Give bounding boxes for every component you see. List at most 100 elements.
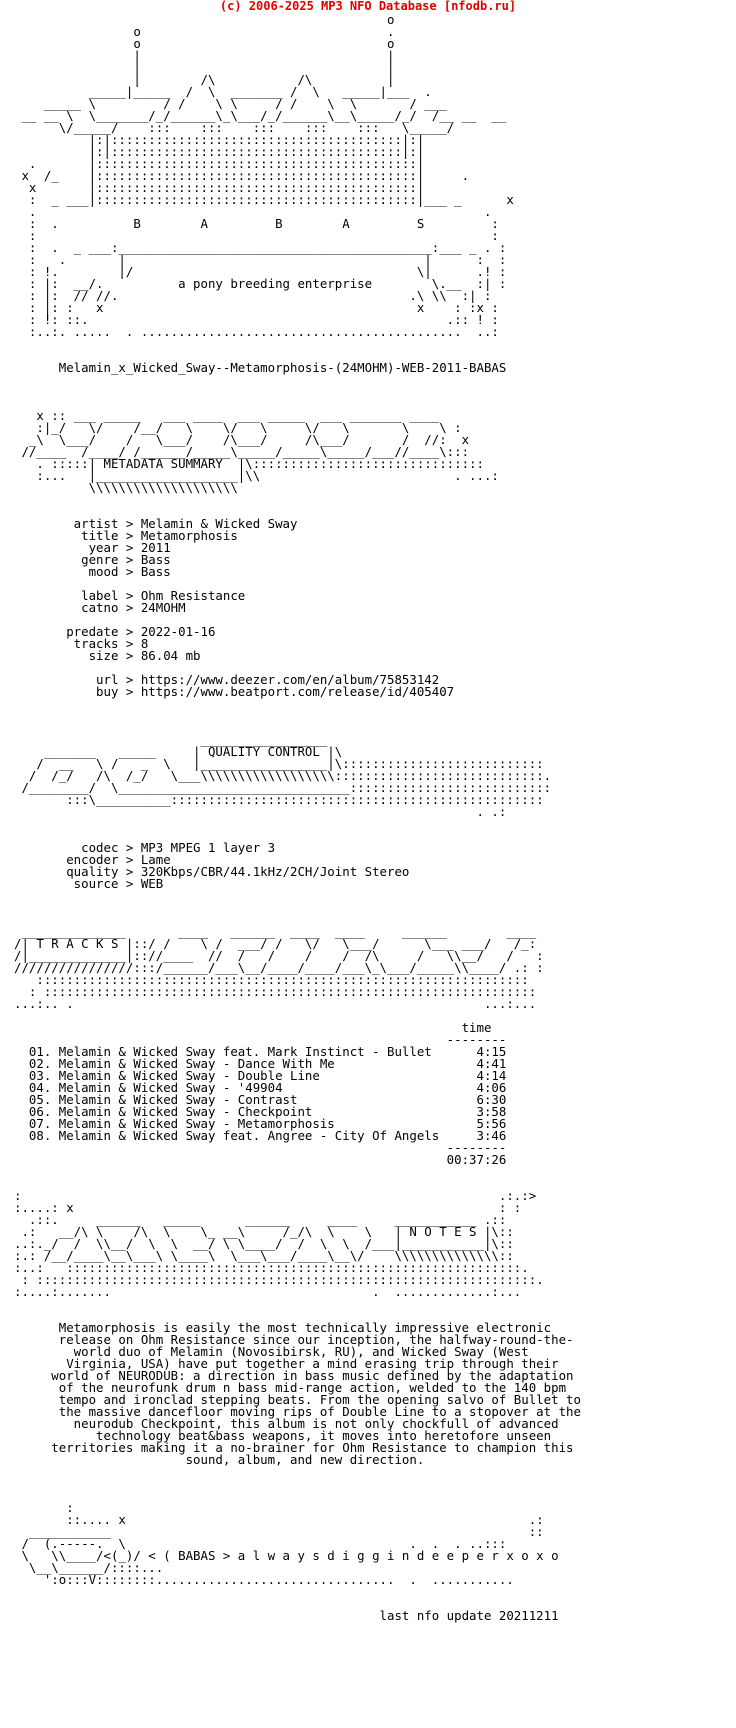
nfo-line: predate > 2022-01-16	[14, 624, 216, 639]
nfo-line: Melamin_x_Wicked_Sway--Metamorphosis-(24…	[14, 360, 507, 375]
nfo-line: sound, album, and new direction.	[14, 1452, 425, 1467]
nfo-line: ::.... x .:	[14, 1512, 544, 1527]
nfo-line: 01. Melamin & Wicked Sway feat. Mark Ins…	[14, 1044, 507, 1059]
nfo-line: | |	[14, 60, 395, 75]
nfo-line: genre > Bass	[14, 552, 171, 567]
nfo-line: --------	[14, 1032, 507, 1047]
nfo-line: _______ _____ | QUALITY CONTROL |\	[14, 744, 343, 759]
nfo-line: \ \\____/<(_)/ < ( BABAS > a l w a y s d…	[14, 1548, 559, 1563]
nfo-line: _____|_____ / \ _______ / \ _____|___ .	[14, 84, 432, 99]
nfo-line: encoder > Lame	[14, 852, 171, 867]
nfo-line: tempo and ironclad stepping beats. From …	[14, 1392, 581, 1407]
nfo-line: /________/ \____________________________…	[14, 780, 552, 795]
nfo-line: :... |___________________|\\ . ...:	[14, 468, 499, 483]
nfo-line: o o	[14, 36, 395, 51]
nfo-line: x |:::::::::::::::::::::::::::::::::::::…	[14, 180, 425, 195]
nfo-line: ////////////////:::/______/___\__/____/_…	[14, 960, 544, 975]
nfo-line: / __ \ / _ \ |_________________|\:::::::…	[14, 756, 544, 771]
nfo-line: |:|:::::::::::::::::::::::::::::::::::::…	[14, 132, 425, 147]
nfo-line: //____ /____/ /______/_____\_____/_____\…	[14, 444, 470, 459]
nfo-line: .::. ______ _____ ______ ____ __________…	[14, 1212, 507, 1227]
nfo-line: : . B A B A S :	[14, 216, 499, 231]
nfo-line: time	[14, 1020, 492, 1035]
nfo-line: 06. Melamin & Wicked Sway - Checkpoint 3…	[14, 1104, 507, 1119]
nfo-line: quality > 320Kbps/CBR/44.1kHz/2CH/Joint …	[14, 864, 410, 879]
nfo-line: : . _ ___:______________________________…	[14, 240, 507, 255]
nfo-line: --------	[14, 1140, 507, 1155]
nfo-line: 08. Melamin & Wicked Sway feat. Angree -…	[14, 1128, 507, 1143]
nfo-line: neurodub Checkpoint, this album is not o…	[14, 1416, 559, 1431]
nfo-line: : .:.:>	[14, 1188, 537, 1203]
nfo-line: :..:. ..... . ..........................…	[14, 324, 499, 339]
nfo-line: release on Ohm Resistance since our ince…	[14, 1332, 574, 1347]
nfo-line: territories making it a no-brainer for O…	[14, 1440, 574, 1455]
nfo-line: 03. Melamin & Wicked Sway - Double Line …	[14, 1068, 507, 1083]
nfo-line: / /_/ /\ /_/ \___\\\\\\\\\\\\\\\\\\:::::…	[14, 768, 552, 783]
nfo-line: / (.-----. \ . . . ..:::	[14, 1536, 507, 1551]
nfo-line: label > Ohm Resistance	[14, 588, 246, 603]
nfo-line: _________________	[14, 732, 328, 747]
nfo-line: : . | | : :	[14, 252, 507, 267]
nfo-line: the massive dancefloor moving rips of Do…	[14, 1404, 581, 1419]
nfo-line: 02. Melamin & Wicked Sway - Dance With M…	[14, 1056, 507, 1071]
nfo-line: : ::::::::::::::::::::::::::::::::::::::…	[14, 984, 537, 999]
nfo-line: of the neurofunk drum n bass mid-range a…	[14, 1380, 567, 1395]
nfo-line: title > Metamorphosis	[14, 528, 238, 543]
nfo-line: technology beat&bass weapons, it moves i…	[14, 1428, 552, 1443]
nfo-line: : _ ___|::::::::::::::::::::::::::::::::…	[14, 192, 514, 207]
nfo-line: .: __/\ \ /\ \ \_ __\ /_/\ \ \ | N O T E…	[14, 1224, 514, 1239]
nfo-line: ______________ ____ ______ ____ ____ ___…	[14, 924, 537, 939]
nfo-line: url > https://www.deezer.com/en/album/75…	[14, 672, 440, 687]
nfo-line: : |: : x x : :x :	[14, 300, 499, 315]
nfo-line: ':o:::V::::::::.........................…	[14, 1572, 514, 1587]
nfo-line: : !: ::. .:: ! :	[14, 312, 499, 327]
nfo-line: 07. Melamin & Wicked Sway - Metamorphosi…	[14, 1116, 507, 1131]
nfo-line: . :::::| METADATA SUMMARY |\::::::::::::…	[14, 456, 484, 471]
nfo-line: : ::::::::::::::::::::::::::::::::::::::…	[14, 1272, 544, 1287]
nfo-line: source > WEB	[14, 876, 164, 891]
nfo-line: o	[14, 12, 395, 27]
nfo-line: \__\______/::::...	[14, 1560, 164, 1575]
nfo-line: ::::::::::::::::::::::::::::::::::::::::…	[14, 972, 529, 987]
site-header: (c) 2006-2025 MP3 NFO Database [nfodb.ru…	[219, 0, 517, 13]
nfo-line: :::\__________::::::::::::::::::::::::::…	[14, 792, 544, 807]
nfo-line: x /_ |::::::::::::::::::::::::::::::::::…	[14, 168, 470, 183]
nfo-line: 04. Melamin & Wicked Sway - '49904 4:06	[14, 1080, 507, 1095]
nfo-line: : !. |/ \| .! :	[14, 264, 507, 279]
nfo-line: \\\\\\\\\\\\\\\\\\\\	[14, 480, 238, 495]
nfo-line: \/_____/ ::: ::: ::: ::: ::: \_____/	[14, 120, 455, 135]
nfo-line: . .:	[14, 804, 507, 819]
nfo-line: __ __ \ \_______/_/______\_\___/_/______…	[14, 108, 507, 123]
nfo-line: ...:.. . ...:...	[14, 996, 537, 1011]
nfo-line: : |: // //. .\ \\ :| :	[14, 288, 492, 303]
nfo-line: _____ \ / / \ \ / / \ \ / ___	[14, 96, 447, 111]
nfo-line: size > 86.04 mb	[14, 648, 201, 663]
nfo-line: /|_____________|:://____ // / / / / /\ /…	[14, 948, 544, 963]
nfo-line: : |: __/. a pony breeding enterprise \._…	[14, 276, 507, 291]
nfo-line: o .	[14, 24, 395, 39]
nfo-line: |:|:::::::::::::::::::::::::::::::::::::…	[14, 144, 425, 159]
nfo-line: artist > Melamin & Wicked Sway	[14, 516, 298, 531]
nfo-line: ..:._/ / \\__/ \ \ __/ \ \____/ / \ \ /_…	[14, 1236, 514, 1251]
nfo-line: : :	[14, 228, 499, 243]
nfo-line: Metamorphosis is easily the most technic…	[14, 1320, 552, 1335]
nfo-line: :.: /__/____\__\___\ \____\ \___\___/___…	[14, 1248, 514, 1263]
nfo-line: :|_/ \/ /__/ \ \/ \ \/ \ \ \ :	[14, 420, 462, 435]
nfo-line: :....:....... . .............:...	[14, 1284, 522, 1299]
nfo-line: mood > Bass	[14, 564, 171, 579]
nfo-line: Virginia, USA) have put together a mind …	[14, 1356, 559, 1371]
nfo-line: . |:::::::::::::::::::::::::::::::::::::…	[14, 156, 425, 171]
nfo-line: x :: ___ _____ ___ ____ ___ _____ ___ __…	[14, 408, 440, 423]
nfo-line: last nfo update 20211211	[14, 1608, 559, 1623]
nfo-line: . .	[14, 204, 492, 219]
nfo-line: /| T R A C K S |::/ / \ / ___/ / \/ \___…	[14, 936, 537, 951]
nfo-line: world duo of Melamin (Novosibirsk, RU), …	[14, 1344, 529, 1359]
nfo-line: world of NEURODUB: a direction in bass m…	[14, 1368, 574, 1383]
nfo-line: year > 2011	[14, 540, 171, 555]
nfo-line: :....: x : :	[14, 1200, 522, 1215]
nfo-line: _\ \___/ / \___/ /\___/ /\___/ / //: x	[14, 432, 470, 447]
nfo-line: catno > 24MOHM	[14, 600, 186, 615]
nfo-line: | |	[14, 48, 395, 63]
nfo-line: :	[14, 1500, 74, 1515]
nfo-line: 00:37:26	[14, 1152, 507, 1167]
